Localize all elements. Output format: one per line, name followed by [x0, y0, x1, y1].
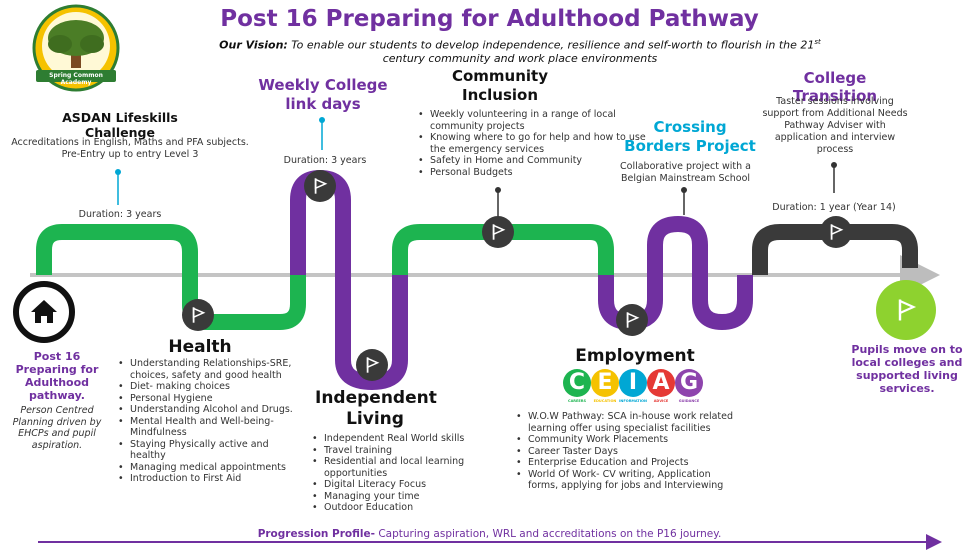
school-logo	[32, 4, 120, 92]
ceiag-letter: A	[647, 369, 675, 397]
path-segment-asdan	[36, 224, 198, 275]
flag-icon-health	[182, 299, 214, 331]
start-title: Post 16 Preparing for Adulthood pathway.	[15, 350, 99, 402]
independent-title: Independent Living	[315, 388, 437, 429]
list-item: Independent Real World skills	[310, 433, 480, 445]
health-title: Health	[168, 337, 232, 357]
end-flag-icon	[876, 280, 936, 340]
list-item: Understanding Relationships-SRE, choices…	[116, 358, 306, 381]
vision-sup: st	[814, 38, 821, 46]
vision-text-2: century community and work place environ…	[382, 51, 658, 65]
progression-text: Capturing aspiration, WRL and accreditat…	[374, 528, 722, 540]
health-list: Understanding Relationships-SRE, choices…	[116, 358, 306, 485]
transition-text: Taster sessions involving support from A…	[762, 96, 908, 155]
list-item: Knowing where to go for help and how to …	[416, 132, 646, 155]
list-item: Understanding Alcohol and Drugs.	[116, 404, 306, 416]
list-item: Enterprise Education and Projects	[514, 457, 742, 469]
flag-icon-college	[304, 170, 336, 202]
ceiag-letter: E	[591, 369, 619, 397]
list-item: Managing medical appointments	[116, 462, 306, 474]
end-text: Pupils move on to local colleges and sup…	[851, 343, 963, 395]
ceiag-sub: ADVICE	[653, 399, 669, 403]
employment-list: W.O.W Pathway: SCA in-house work related…	[514, 411, 742, 492]
progression-profile: Progression Profile- Capturing aspiratio…	[0, 528, 979, 540]
progression-label: Progression Profile-	[257, 528, 375, 540]
flag-icon-independent	[356, 349, 388, 381]
logo-text: Spring Common Academy	[49, 72, 103, 86]
list-item: Community Work Placements	[514, 434, 742, 446]
list-item: Travel training	[310, 445, 480, 457]
list-item: Personal Budgets	[416, 167, 646, 179]
ceiag-letter: I	[619, 369, 647, 397]
ceiag-logo: C CAREERS E EDUCATION I INFORMATION A AD…	[563, 369, 713, 409]
vision-text: To enable our students to develop indepe…	[287, 38, 815, 52]
ceiag-letter: C	[563, 369, 591, 397]
list-item: Weekly volunteering in a range of local …	[416, 109, 646, 132]
list-item: Digital Literacy Focus	[310, 479, 480, 491]
employment-title: Employment	[575, 346, 695, 366]
start-block: Post 16 Preparing for Adulthood pathway.…	[4, 350, 110, 451]
ceiag-sub: GUIDANCE	[678, 399, 700, 403]
college-link-duration: Duration: 3 years	[283, 155, 367, 166]
asdan-title: ASDAN Lifeskills Challenge	[62, 110, 178, 140]
transition-duration: Duration: 1 year (Year 14)	[772, 202, 896, 213]
asdan-text: Accreditations in English, Maths and PFA…	[11, 137, 249, 160]
list-item: World Of Work- CV writing, Application f…	[514, 469, 742, 492]
page-title: Post 16 Preparing for Adulthood Pathway	[220, 6, 759, 32]
community-list: Weekly volunteering in a range of local …	[416, 109, 646, 178]
path-segment-independent	[335, 275, 408, 391]
list-item: Outdoor Education	[310, 502, 480, 514]
ceiag-letter: G	[675, 369, 703, 397]
borders-title: Crossing Borders Project	[624, 118, 756, 155]
college-link-title: Weekly College link days	[258, 76, 388, 113]
list-item: Diet- making choices	[116, 381, 306, 393]
list-item: Staying Physically active and healthy	[116, 439, 306, 462]
independent-list: Independent Real World skills Travel tra…	[310, 433, 480, 514]
asdan-duration: Duration: 3 years	[78, 209, 162, 220]
community-title: Community Inclusion	[451, 67, 549, 104]
flag-icon-community	[482, 216, 514, 248]
list-item: Safety in Home and Community	[416, 155, 646, 167]
transition-title: College Transition	[792, 69, 878, 105]
list-item: Mental Health and Well-being-Mindfulness	[116, 416, 306, 439]
list-item: Managing your time	[310, 491, 480, 503]
list-item: Personal Hygiene	[116, 393, 306, 405]
home-icon	[13, 281, 75, 343]
list-item: Residential and local learning opportuni…	[310, 456, 480, 479]
flag-icon-employment	[616, 304, 648, 336]
list-item: Introduction to First Aid	[116, 473, 306, 485]
vision-label: Our Vision:	[219, 38, 288, 52]
vision-statement: Our Vision: To enable our students to de…	[200, 36, 840, 65]
list-item: W.O.W Pathway: SCA in-house work related…	[514, 411, 742, 434]
ceiag-sub: INFORMATION	[619, 399, 647, 403]
start-text: Person Centred Planning driven by EHCPs …	[12, 405, 102, 451]
borders-text: Collaborative project with a Belgian Mai…	[620, 161, 751, 184]
flag-icon-transition	[820, 216, 852, 248]
list-item: Career Taster Days	[514, 446, 742, 458]
path-segment-borders	[647, 215, 753, 331]
ceiag-sub: CAREERS	[568, 399, 586, 403]
ceiag-sub: EDUCATION	[593, 399, 617, 403]
